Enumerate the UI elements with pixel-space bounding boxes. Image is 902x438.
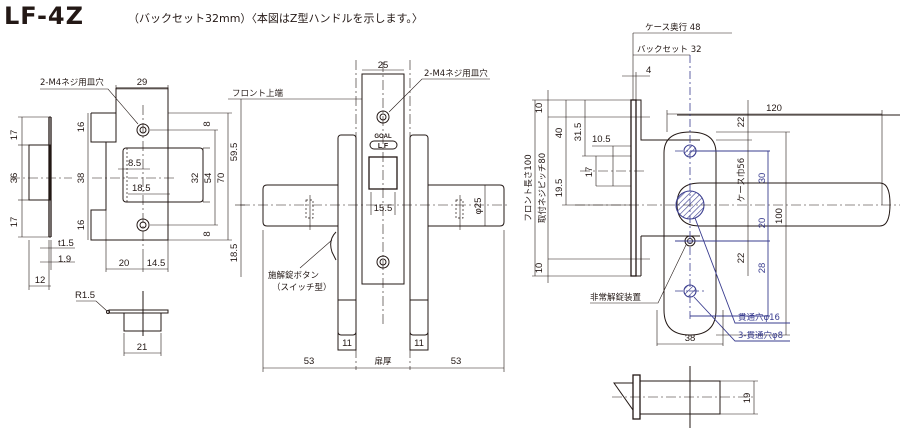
- handle-left: [262, 184, 338, 227]
- button-label-1: 施解錠ボタン: [268, 270, 319, 281]
- front-screw-label: 2-M4ネジ用皿穴: [424, 68, 488, 79]
- dim-10-5: 10.5: [592, 134, 611, 145]
- dim-19-5: 19.5: [554, 179, 565, 198]
- dim-53-left: 53: [304, 356, 315, 367]
- dim-t1-5: t1.5: [58, 238, 74, 249]
- dim-25: 25: [378, 60, 389, 71]
- dim-11-right: 11: [414, 338, 424, 349]
- dim-36: 36: [9, 173, 20, 184]
- dim-19: 19: [742, 393, 753, 404]
- dim-53-right: 53: [451, 356, 462, 367]
- button-label-2: （スイッチ型）: [272, 282, 332, 293]
- dim-4: 4: [646, 65, 651, 76]
- dim-59-5: 59.5: [229, 143, 240, 162]
- dim-18-5: 18.5: [132, 183, 151, 194]
- screw-pitch-label: 取付ネジピッチ80: [537, 153, 548, 223]
- dim-17: 17: [584, 167, 595, 178]
- model-title: LF-4Z: [4, 2, 85, 30]
- latch-body: [639, 380, 721, 415]
- dim-16-top: 16: [76, 122, 87, 133]
- dim-22-top: 22: [736, 117, 747, 128]
- switch-button: [330, 231, 337, 261]
- dim-38: 38: [76, 173, 87, 184]
- handle-right: [428, 184, 505, 227]
- lock-front-view: GOAL L F フロント上端 2-M4ネジ用皿穴 施解錠ボタン （スイッチ型）…: [228, 60, 510, 372]
- strike-front-view: 2-M4ネジ用皿穴 29 16 38 16 8.5 18.5 32 54 70 …: [40, 77, 232, 272]
- dim-14-5: 14.5: [147, 258, 166, 269]
- strike-box-profile: [28, 144, 51, 201]
- brand-logo: GOAL: [374, 134, 392, 140]
- dim-door-thickness: 扉厚: [374, 356, 392, 367]
- dim-8-5: 8.5: [128, 158, 141, 169]
- dim-8-top: 8: [202, 121, 213, 126]
- backset-label: バックセット 32: [637, 45, 702, 55]
- rose-right: [409, 134, 429, 336]
- lf-logo: L F: [378, 143, 389, 150]
- strike-side-view: 17 36 17 t1.5 1.9 12: [9, 116, 75, 290]
- strike-screw-label: 2-M4ネジ用皿穴: [40, 77, 104, 88]
- dim-70: 70: [216, 173, 227, 184]
- dim-21: 21: [137, 342, 148, 353]
- front-top-label: フロント上端: [232, 88, 284, 99]
- dim-20: 20: [119, 258, 130, 269]
- dim-31-5: 31.5: [573, 123, 584, 142]
- rose-left: [337, 134, 357, 336]
- dim-phi25: φ25: [473, 198, 484, 215]
- latch-bolt: [368, 156, 398, 190]
- hole8-label: 3-貫通穴φ8: [738, 330, 783, 341]
- dim-17-bottom: 17: [9, 217, 20, 228]
- dim-40: 40: [554, 128, 565, 139]
- hole16-label: 貫通穴φ16: [738, 312, 780, 323]
- dim-54: 54: [203, 173, 214, 184]
- dim-18-5: 18.5: [229, 244, 240, 263]
- latch-detail-view: 19: [612, 366, 758, 428]
- dim-30: 30: [757, 173, 768, 184]
- dim-20: 20: [757, 218, 768, 229]
- dim-12: 12: [35, 275, 46, 286]
- front-length-label: フロント長さ100: [524, 154, 534, 221]
- strike-bottom-view: R1.5 21: [75, 290, 169, 356]
- dim-22-bottom: 22: [736, 253, 747, 264]
- dim-1-9: 1.9: [58, 254, 71, 265]
- case-depth-label: ケース奥行 48: [645, 22, 701, 33]
- case-front-profile: [630, 99, 637, 277]
- dim-32: 32: [190, 173, 201, 184]
- case-width-label: ケース巾56: [736, 158, 747, 202]
- lock-side-view: 30 20 28 22 ケース巾56 22 100 120 ケース奥行 48 バ…: [524, 22, 900, 346]
- dim-11-left: 11: [342, 338, 352, 349]
- dim-100: 100: [774, 208, 785, 224]
- escutcheon: [663, 131, 717, 336]
- dim-10-top: 10: [534, 103, 545, 114]
- front-screw-top: [376, 110, 390, 124]
- dim-17-top: 17: [9, 130, 20, 141]
- dim-16-bottom: 16: [76, 220, 87, 231]
- dim-r1-5: R1.5: [75, 290, 95, 301]
- dim-15-5: 15.5: [374, 203, 393, 214]
- dim-29: 29: [137, 77, 148, 88]
- dim-8-bottom: 8: [202, 231, 213, 236]
- drawing-subtitle: （バックセット32mm）〈本図はZ型ハンドルを示します。〉: [128, 12, 423, 25]
- dim-120: 120: [766, 103, 782, 114]
- dim-38: 38: [685, 333, 696, 344]
- emergency-unlock-label: 非常解錠装置: [590, 292, 642, 303]
- dim-10-bottom: 10: [534, 263, 545, 274]
- lever-handle: [676, 182, 891, 227]
- dim-28: 28: [757, 263, 768, 274]
- front-screw-bottom: [376, 255, 390, 269]
